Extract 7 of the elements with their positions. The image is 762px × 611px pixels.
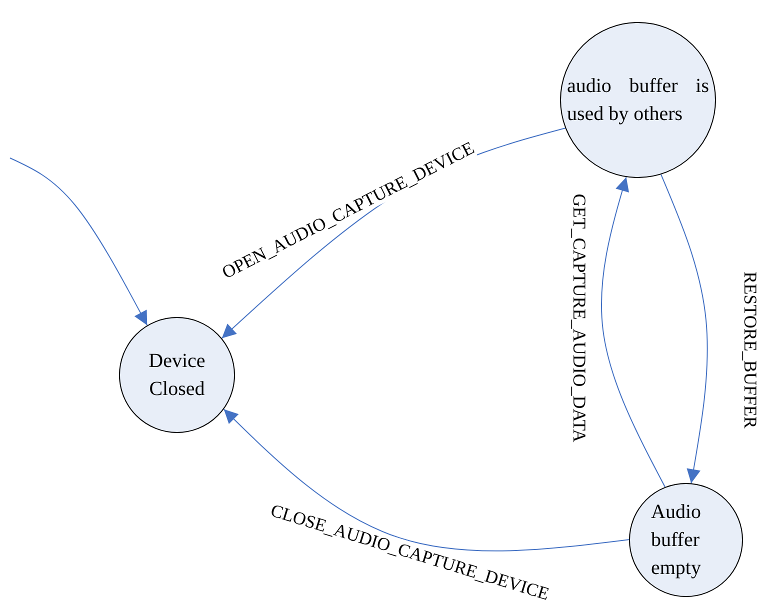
arrow	[223, 408, 630, 552]
state-label: audio buffer is used by others	[567, 74, 709, 127]
state-label: Device Closed	[148, 349, 206, 402]
arrow	[600, 176, 666, 488]
arrow	[660, 174, 708, 484]
state-label: Audio buffer empty	[651, 500, 702, 581]
arrow	[10, 158, 148, 326]
